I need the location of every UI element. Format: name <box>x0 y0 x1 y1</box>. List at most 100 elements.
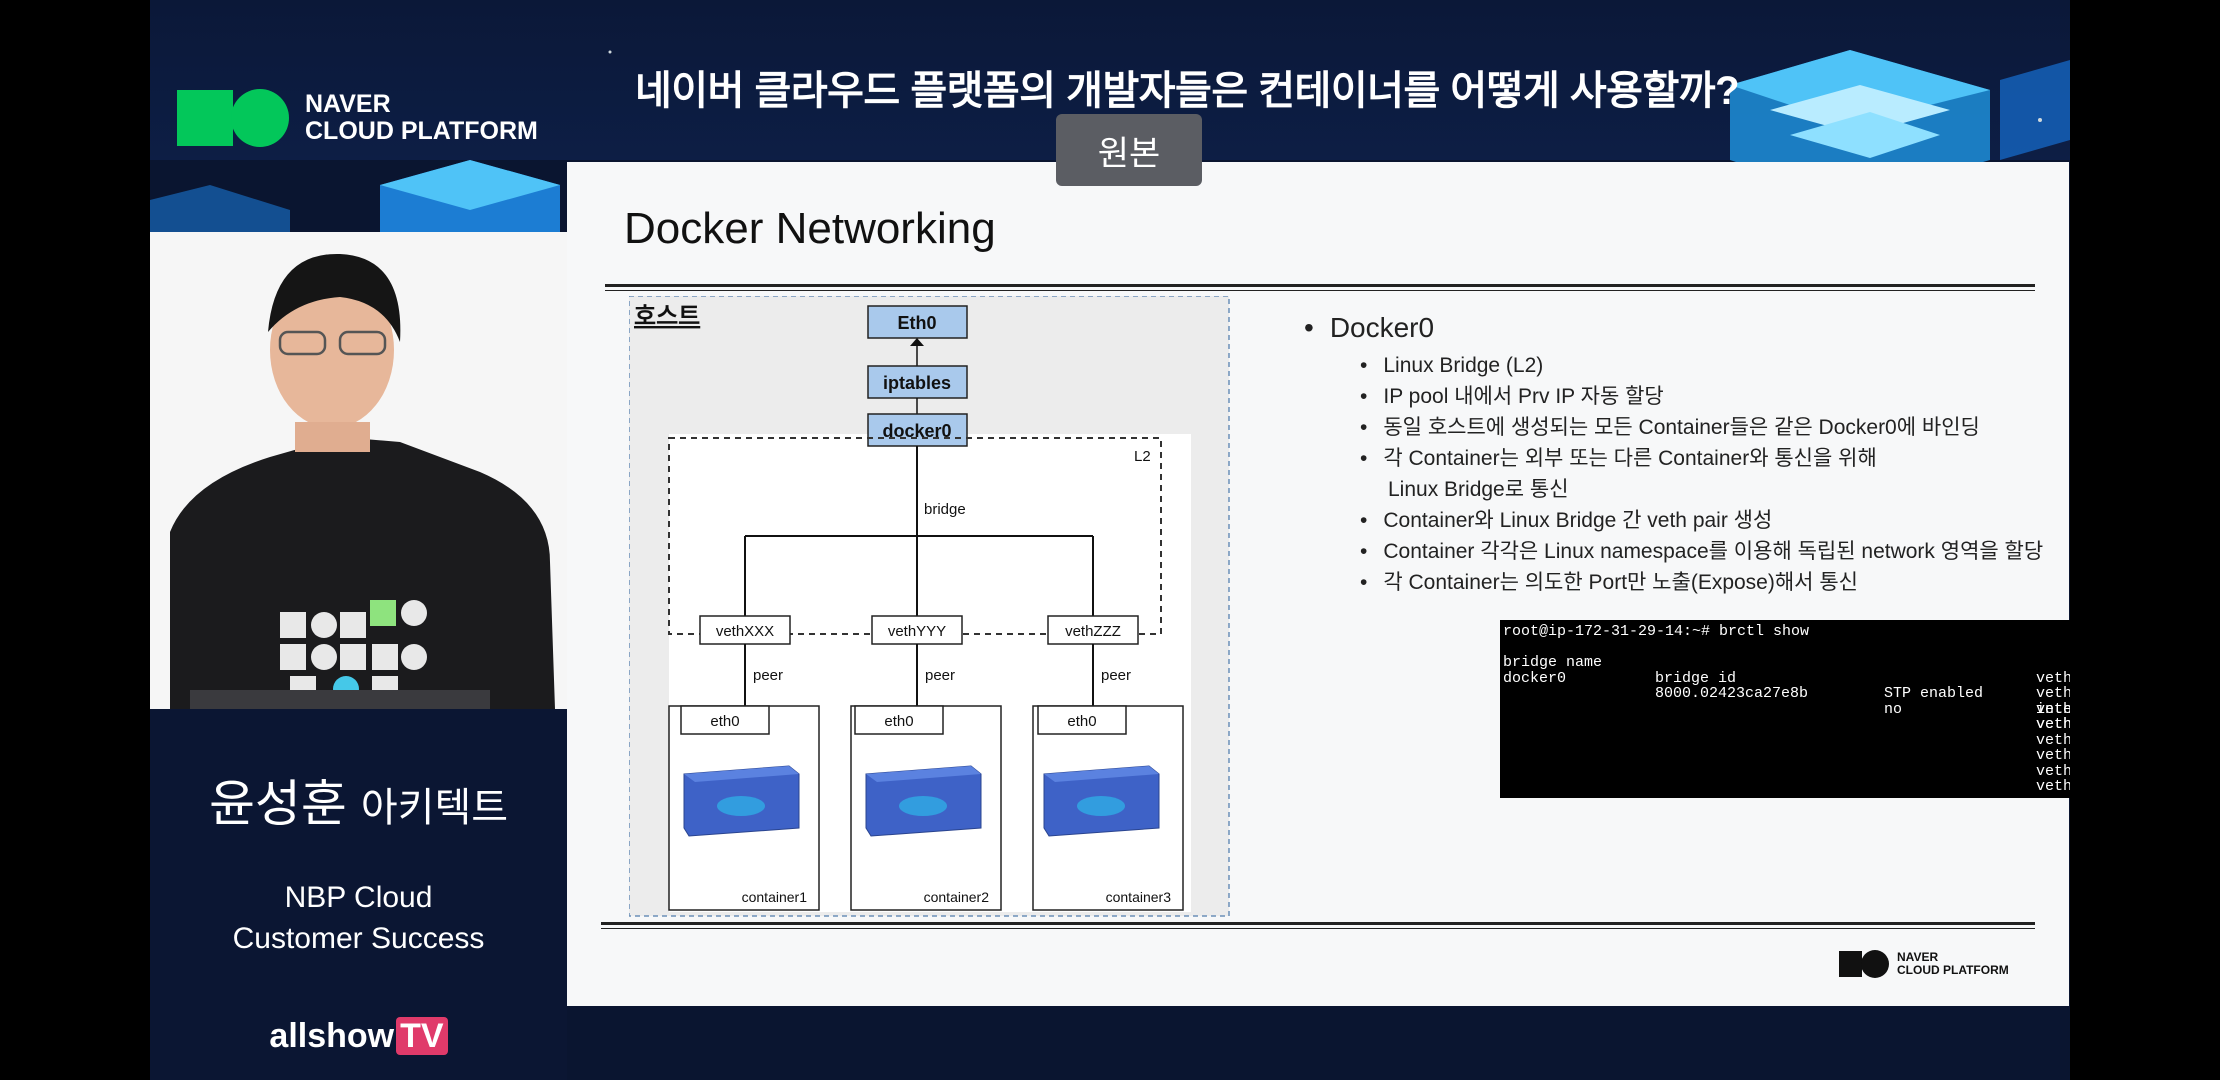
channel-name: allshow <box>269 1017 395 1055</box>
terminal-interface: veth65c04fee <box>2036 716 2070 733</box>
bullet-item: Container 각각은 Linux namespace를 이용해 독립된 n… <box>1360 536 2043 567</box>
speaker-video <box>150 232 567 709</box>
container-eth-label: eth0 <box>884 713 913 730</box>
shipping-container-top <box>684 766 799 782</box>
shipping-container-top <box>1044 766 1159 782</box>
terminal-interface: veth813878a8 <box>2036 731 2070 749</box>
presentation-slide: Docker Networking 호스트 Eth0 iptables dock… <box>567 162 2070 1006</box>
slide-footer-logo: NAVER CLOUD PLATFORM <box>1839 950 2009 978</box>
speaker-illustration <box>150 232 567 709</box>
bullet-heading: Docker0 <box>1304 312 2043 344</box>
peer-label: peer <box>753 667 783 684</box>
shipping-container-top <box>866 766 981 782</box>
container-eth-label: eth0 <box>1067 713 1096 730</box>
veth-label: vethZZZ <box>1065 623 1121 640</box>
docker-whale-icon <box>717 796 765 816</box>
container-eth-box <box>854 705 944 735</box>
eth0-node <box>867 305 968 339</box>
container-label: container3 <box>1106 889 1172 905</box>
logo-text: NAVER CLOUD PLATFORM <box>305 91 538 145</box>
l2-boundary <box>668 437 1162 635</box>
slide-logo-text: NAVER CLOUD PLATFORM <box>1897 951 2009 977</box>
broadcast-headline: 네이버 클라우드 플랫폼의 개발자들은 컨테이너를 어떻게 사용할까? <box>635 69 1740 113</box>
iptables-label: iptables <box>883 373 951 393</box>
terminal-cell: 8000.02423ca27e8b <box>1655 685 1809 702</box>
speaker-neck <box>295 422 370 452</box>
terminal-cell: docker0 <box>1503 669 1567 687</box>
terminal-interface: veth221e1918 <box>2036 669 2070 687</box>
logo-square-shape <box>177 90 233 146</box>
docker-network-diagram: 호스트 Eth0 iptables docker0 L2 bridge veth… <box>629 296 1230 917</box>
tv-badge: TV <box>396 1017 448 1055</box>
speaker-org-line2: Customer Success <box>232 922 485 955</box>
bullet-list: Docker0 Linux Bridge (L2) IP pool 내에서 Pr… <box>1304 312 2043 598</box>
terminal-cell: no <box>1884 700 1903 718</box>
docker0-node <box>867 413 968 447</box>
container-eth-label: eth0 <box>710 713 739 730</box>
speaker-name-line: 윤성훈 아키텍트 <box>150 764 567 836</box>
bottom-divider <box>601 922 2035 929</box>
terminal-output: root@ip-172-31-29-14:~# brctl show bridg… <box>1500 620 2070 798</box>
veth-node <box>1047 615 1139 645</box>
iptables-node <box>867 365 968 399</box>
container-label: container1 <box>742 889 808 905</box>
bullet-item: 각 Container는 외부 또는 다른 Container와 통신을 위해 <box>1360 443 2043 474</box>
logo-line2: CLOUD PLATFORM <box>305 117 538 145</box>
original-badge[interactable]: 원본 <box>1056 114 1202 186</box>
top-divider <box>605 284 2035 291</box>
speaker-org: NBP Cloud Customer Success <box>150 877 567 959</box>
veth-label: vethYYY <box>888 623 946 640</box>
speaker-face <box>270 272 394 428</box>
logo-circle-shape <box>231 89 289 147</box>
terminal-header: interfaces <box>2036 700 2070 718</box>
speaker-role: 아키텍트 <box>360 786 509 830</box>
container-label: container2 <box>924 889 990 905</box>
speaker-name: 윤성훈 <box>208 776 347 832</box>
container-eth-box <box>1037 705 1127 735</box>
veth-label: vethXXX <box>716 623 774 640</box>
bullet-item: IP pool 내에서 Prv IP 자동 할당 <box>1360 381 2043 412</box>
slide-logo-line2: CLOUD PLATFORM <box>1897 963 2009 977</box>
glasses-icon <box>278 330 327 356</box>
eth0-label: Eth0 <box>897 313 936 333</box>
laptop <box>190 690 490 709</box>
naver-cloud-logo: NAVER CLOUD PLATFORM <box>177 89 538 147</box>
slide-title: Docker Networking <box>624 204 996 253</box>
terminal-interface: veth8c8830ab <box>2036 747 2070 764</box>
speaker-hair <box>268 253 401 342</box>
container-2: eth0 container2 <box>850 705 1002 911</box>
veth-node <box>871 615 963 645</box>
glasses-icon <box>338 330 387 356</box>
terminal-interface: veth1b21f196 <box>2036 716 2070 733</box>
terminal-prompt: root@ip-172-31-29-14:~# brctl show <box>1503 623 1810 640</box>
terminal-header: bridge id <box>1655 669 1737 687</box>
bridge-label: bridge <box>924 501 966 518</box>
logo-circle-shape <box>1861 950 1889 978</box>
bullet-item: 각 Container는 의도한 Port만 노출(Expose)해서 통신 <box>1360 567 2043 598</box>
speaker-sweater <box>170 437 555 709</box>
bullet-item: Linux Bridge (L2) <box>1360 350 2043 381</box>
video-stage: NAVER CLOUD PLATFORM 네이버 클라우드 플랫폼의 개발자들은… <box>150 0 2070 1080</box>
terminal-interface: veth60c8f347 <box>2036 700 2070 718</box>
peer-label: peer <box>1101 667 1131 684</box>
slide-logo-line1: NAVER <box>1897 950 1939 964</box>
terminal-interface: vethcac9e7d5 <box>2036 762 2070 780</box>
host-label: 호스트 <box>634 303 700 330</box>
logo-square-shape <box>1839 951 1862 977</box>
docker0-label: docker0 <box>882 421 951 441</box>
speaker-namecard: 윤성훈 아키텍트 NBP Cloud Customer Success alls… <box>150 709 567 1080</box>
peer-label: peer <box>925 667 955 684</box>
l2-label: L2 <box>1134 448 1151 465</box>
terminal-header: bridge name <box>1503 654 1603 671</box>
veth-node <box>699 615 791 645</box>
docker-whale-icon <box>899 796 947 816</box>
container-1: eth0 container1 <box>668 705 820 911</box>
bullet-continuation: Linux Bridge로 통신 <box>1388 478 1569 501</box>
up-arrow-icon <box>910 338 924 346</box>
bullet-item: 동일 호스트에 생성되는 모든 Container들은 같은 Docker0에 … <box>1360 412 2043 443</box>
container-3: eth0 container3 <box>1032 705 1184 911</box>
container-eth-box <box>680 705 770 735</box>
bullet-item: Container와 Linux Bridge 간 veth pair 생성 <box>1360 505 2043 536</box>
terminal-interface: vethd10f3565 <box>2036 778 2070 795</box>
